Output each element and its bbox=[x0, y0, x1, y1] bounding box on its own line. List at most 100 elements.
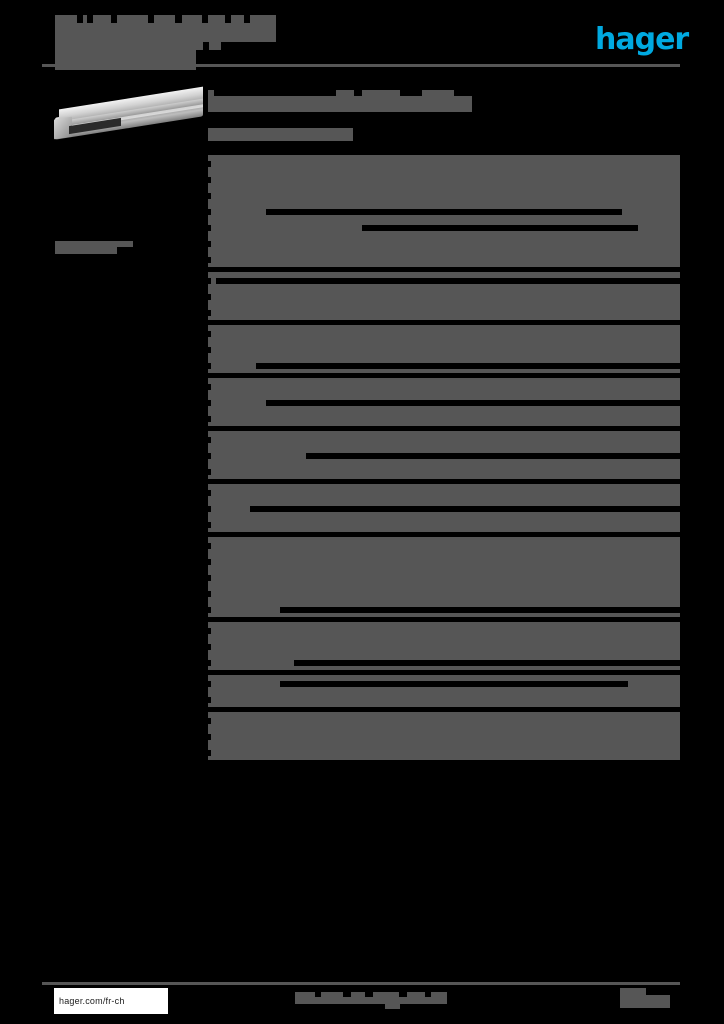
spec-group bbox=[205, 622, 680, 670]
spec-table-row bbox=[205, 463, 680, 479]
footer-fragment bbox=[431, 992, 447, 997]
spec-group bbox=[205, 378, 680, 426]
spec-table-row bbox=[205, 219, 680, 235]
spec-row-label-notch bbox=[205, 734, 211, 740]
spec-row-label-notch bbox=[205, 257, 211, 263]
spec-row-label-notch bbox=[205, 225, 211, 231]
spec-row-value-leader bbox=[362, 225, 638, 231]
spec-row-label-notch bbox=[205, 490, 211, 496]
spec-table-row bbox=[205, 187, 680, 203]
heading-fragment bbox=[422, 90, 454, 96]
spec-group bbox=[205, 537, 680, 617]
specification-table bbox=[205, 155, 680, 760]
spec-table-row bbox=[205, 638, 680, 654]
heading-main bbox=[208, 96, 472, 112]
section-heading bbox=[208, 90, 476, 112]
spec-table-row bbox=[205, 171, 680, 187]
title-fragment bbox=[93, 15, 111, 23]
spec-table-row bbox=[205, 675, 680, 691]
title-fragment bbox=[154, 15, 175, 23]
footer-fragment bbox=[385, 1004, 400, 1009]
title-fragment bbox=[182, 15, 202, 23]
spec-table-row bbox=[205, 537, 680, 553]
spec-table-row bbox=[205, 654, 680, 670]
spec-row-label-notch bbox=[205, 607, 211, 613]
spec-row-value-leader bbox=[266, 209, 622, 215]
spec-row-label-notch bbox=[205, 437, 211, 443]
footer-center-text bbox=[295, 992, 447, 1009]
footer-line bbox=[295, 997, 447, 1004]
footer-fragment bbox=[407, 992, 425, 997]
spec-row-value-leader bbox=[280, 607, 680, 613]
spec-row-label-notch bbox=[205, 559, 211, 565]
spec-group bbox=[205, 325, 680, 373]
spec-row-label-notch bbox=[205, 750, 211, 756]
spec-table-row bbox=[205, 288, 680, 304]
spec-row-label-notch bbox=[205, 331, 211, 337]
spec-row-label-notch bbox=[205, 522, 211, 528]
title-fragment bbox=[231, 15, 244, 23]
spec-table-row bbox=[205, 447, 680, 463]
spec-table-row bbox=[205, 251, 680, 267]
spec-table-row bbox=[205, 341, 680, 357]
spec-table-row bbox=[205, 691, 680, 707]
caption-line bbox=[55, 241, 133, 247]
spec-table-row bbox=[205, 378, 680, 394]
hager-logo: hager bbox=[595, 22, 689, 57]
spec-table-row bbox=[205, 728, 680, 744]
subheading-bar bbox=[208, 128, 353, 141]
spec-table-row bbox=[205, 744, 680, 760]
spec-row-label-notch bbox=[205, 209, 211, 215]
footer-fragment bbox=[295, 992, 315, 997]
spec-table-row bbox=[205, 304, 680, 320]
page-number-fragment bbox=[620, 988, 646, 995]
image-caption bbox=[55, 241, 133, 255]
spec-row-label-notch bbox=[205, 506, 211, 512]
spec-row-label-notch bbox=[205, 644, 211, 650]
heading-fragment bbox=[362, 90, 400, 96]
title-fragment bbox=[55, 15, 77, 23]
spec-row-label-notch bbox=[205, 697, 211, 703]
spec-row-label-notch bbox=[205, 161, 211, 167]
page-number-bar bbox=[620, 995, 670, 1008]
spec-row-label-notch bbox=[205, 543, 211, 549]
spec-table-row bbox=[205, 203, 680, 219]
spec-group bbox=[205, 712, 680, 760]
heading-fragment bbox=[208, 90, 214, 96]
spec-row-value-leader bbox=[250, 506, 680, 512]
spec-row-value-leader bbox=[266, 400, 680, 406]
spec-row-label-notch bbox=[205, 241, 211, 247]
title-fragment bbox=[83, 15, 87, 23]
spec-row-value-leader bbox=[294, 660, 680, 666]
heading-fragment bbox=[336, 90, 354, 96]
footer-divider bbox=[42, 982, 680, 985]
title-line-1 bbox=[55, 23, 276, 42]
spec-row-label-notch bbox=[205, 384, 211, 390]
spec-row-value-leader bbox=[216, 278, 680, 284]
spec-row-label-notch bbox=[205, 347, 211, 353]
title-fragment bbox=[250, 15, 276, 23]
spec-row-label-notch bbox=[205, 681, 211, 687]
title-fragment bbox=[117, 15, 148, 23]
spec-row-label-notch bbox=[205, 177, 211, 183]
spec-row-label-notch bbox=[205, 416, 211, 422]
spec-table-row bbox=[205, 235, 680, 251]
spec-table-row bbox=[205, 516, 680, 532]
spec-row-label-notch bbox=[205, 294, 211, 300]
spec-table-row bbox=[205, 394, 680, 410]
title-line-3 bbox=[55, 50, 196, 64]
spec-group bbox=[205, 675, 680, 707]
spec-table-row bbox=[205, 553, 680, 569]
title-line-2 bbox=[55, 42, 203, 50]
spec-table-row bbox=[205, 585, 680, 601]
footer-website-link[interactable]: hager.com/fr-ch bbox=[54, 988, 168, 1014]
spec-group bbox=[205, 431, 680, 479]
spec-table-row bbox=[205, 155, 680, 171]
spec-row-label-notch bbox=[205, 400, 211, 406]
spec-group bbox=[205, 484, 680, 532]
section-subheading bbox=[208, 128, 353, 142]
footer-fragment bbox=[321, 992, 343, 997]
caption-line bbox=[55, 247, 117, 254]
spec-row-label-notch bbox=[205, 278, 211, 284]
